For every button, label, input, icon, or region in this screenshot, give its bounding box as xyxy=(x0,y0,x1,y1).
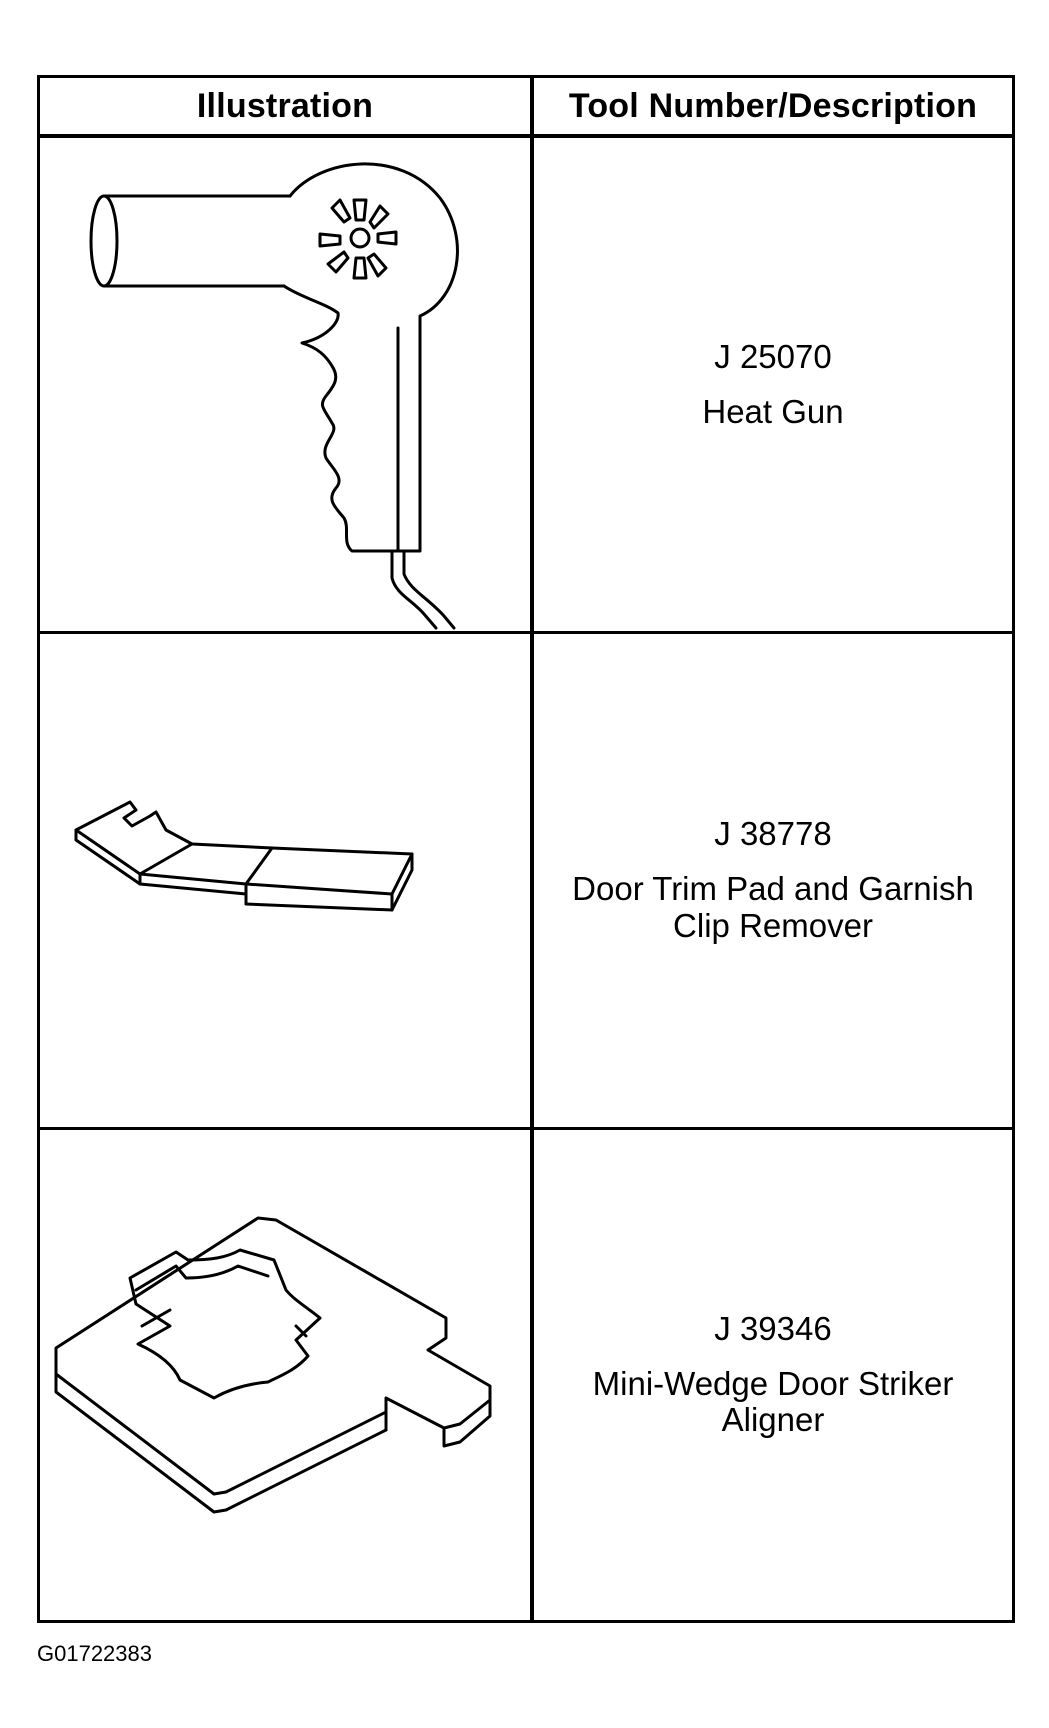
row-divider-1 xyxy=(40,631,1012,634)
tool-description-2-line2: Clip Remover xyxy=(673,906,873,944)
tool-number-3: J 39346 xyxy=(714,1309,832,1347)
description-cell-2: J 38778 Door Trim Pad and Garnish Clip R… xyxy=(534,634,1012,1127)
description-cell-1: J 25070 Heat Gun xyxy=(534,138,1012,631)
header-divider xyxy=(40,134,1012,138)
figure-id: G01722383 xyxy=(37,1641,152,1666)
column-divider xyxy=(530,78,534,1620)
illustration-cell-3 xyxy=(40,1130,530,1620)
header-tool-number: Tool Number/Description xyxy=(568,86,978,125)
tool-number-2: J 38778 xyxy=(714,815,832,853)
tool-description-3-line1: Mini-Wedge Door Striker xyxy=(592,1364,954,1402)
tool-number-1: J 25070 xyxy=(714,337,832,375)
heat-gun-icon xyxy=(89,162,459,630)
header-illustration: Illustration xyxy=(196,86,374,125)
striker-aligner-icon xyxy=(54,1216,492,1514)
clip-remover-icon xyxy=(74,800,414,912)
tool-description-1: Heat Gun xyxy=(702,392,844,430)
row-divider-2 xyxy=(40,1127,1012,1130)
tool-description-2-line1: Door Trim Pad and Garnish xyxy=(572,870,974,908)
tools-table: Illustration Tool Number/Description xyxy=(37,75,1015,1623)
illustration-cell-1 xyxy=(40,138,530,631)
tool-description-3-line2: Aligner xyxy=(721,1401,825,1439)
description-cell-3: J 39346 Mini-Wedge Door Striker Aligner xyxy=(534,1130,1012,1620)
illustration-cell-2 xyxy=(40,634,530,1127)
